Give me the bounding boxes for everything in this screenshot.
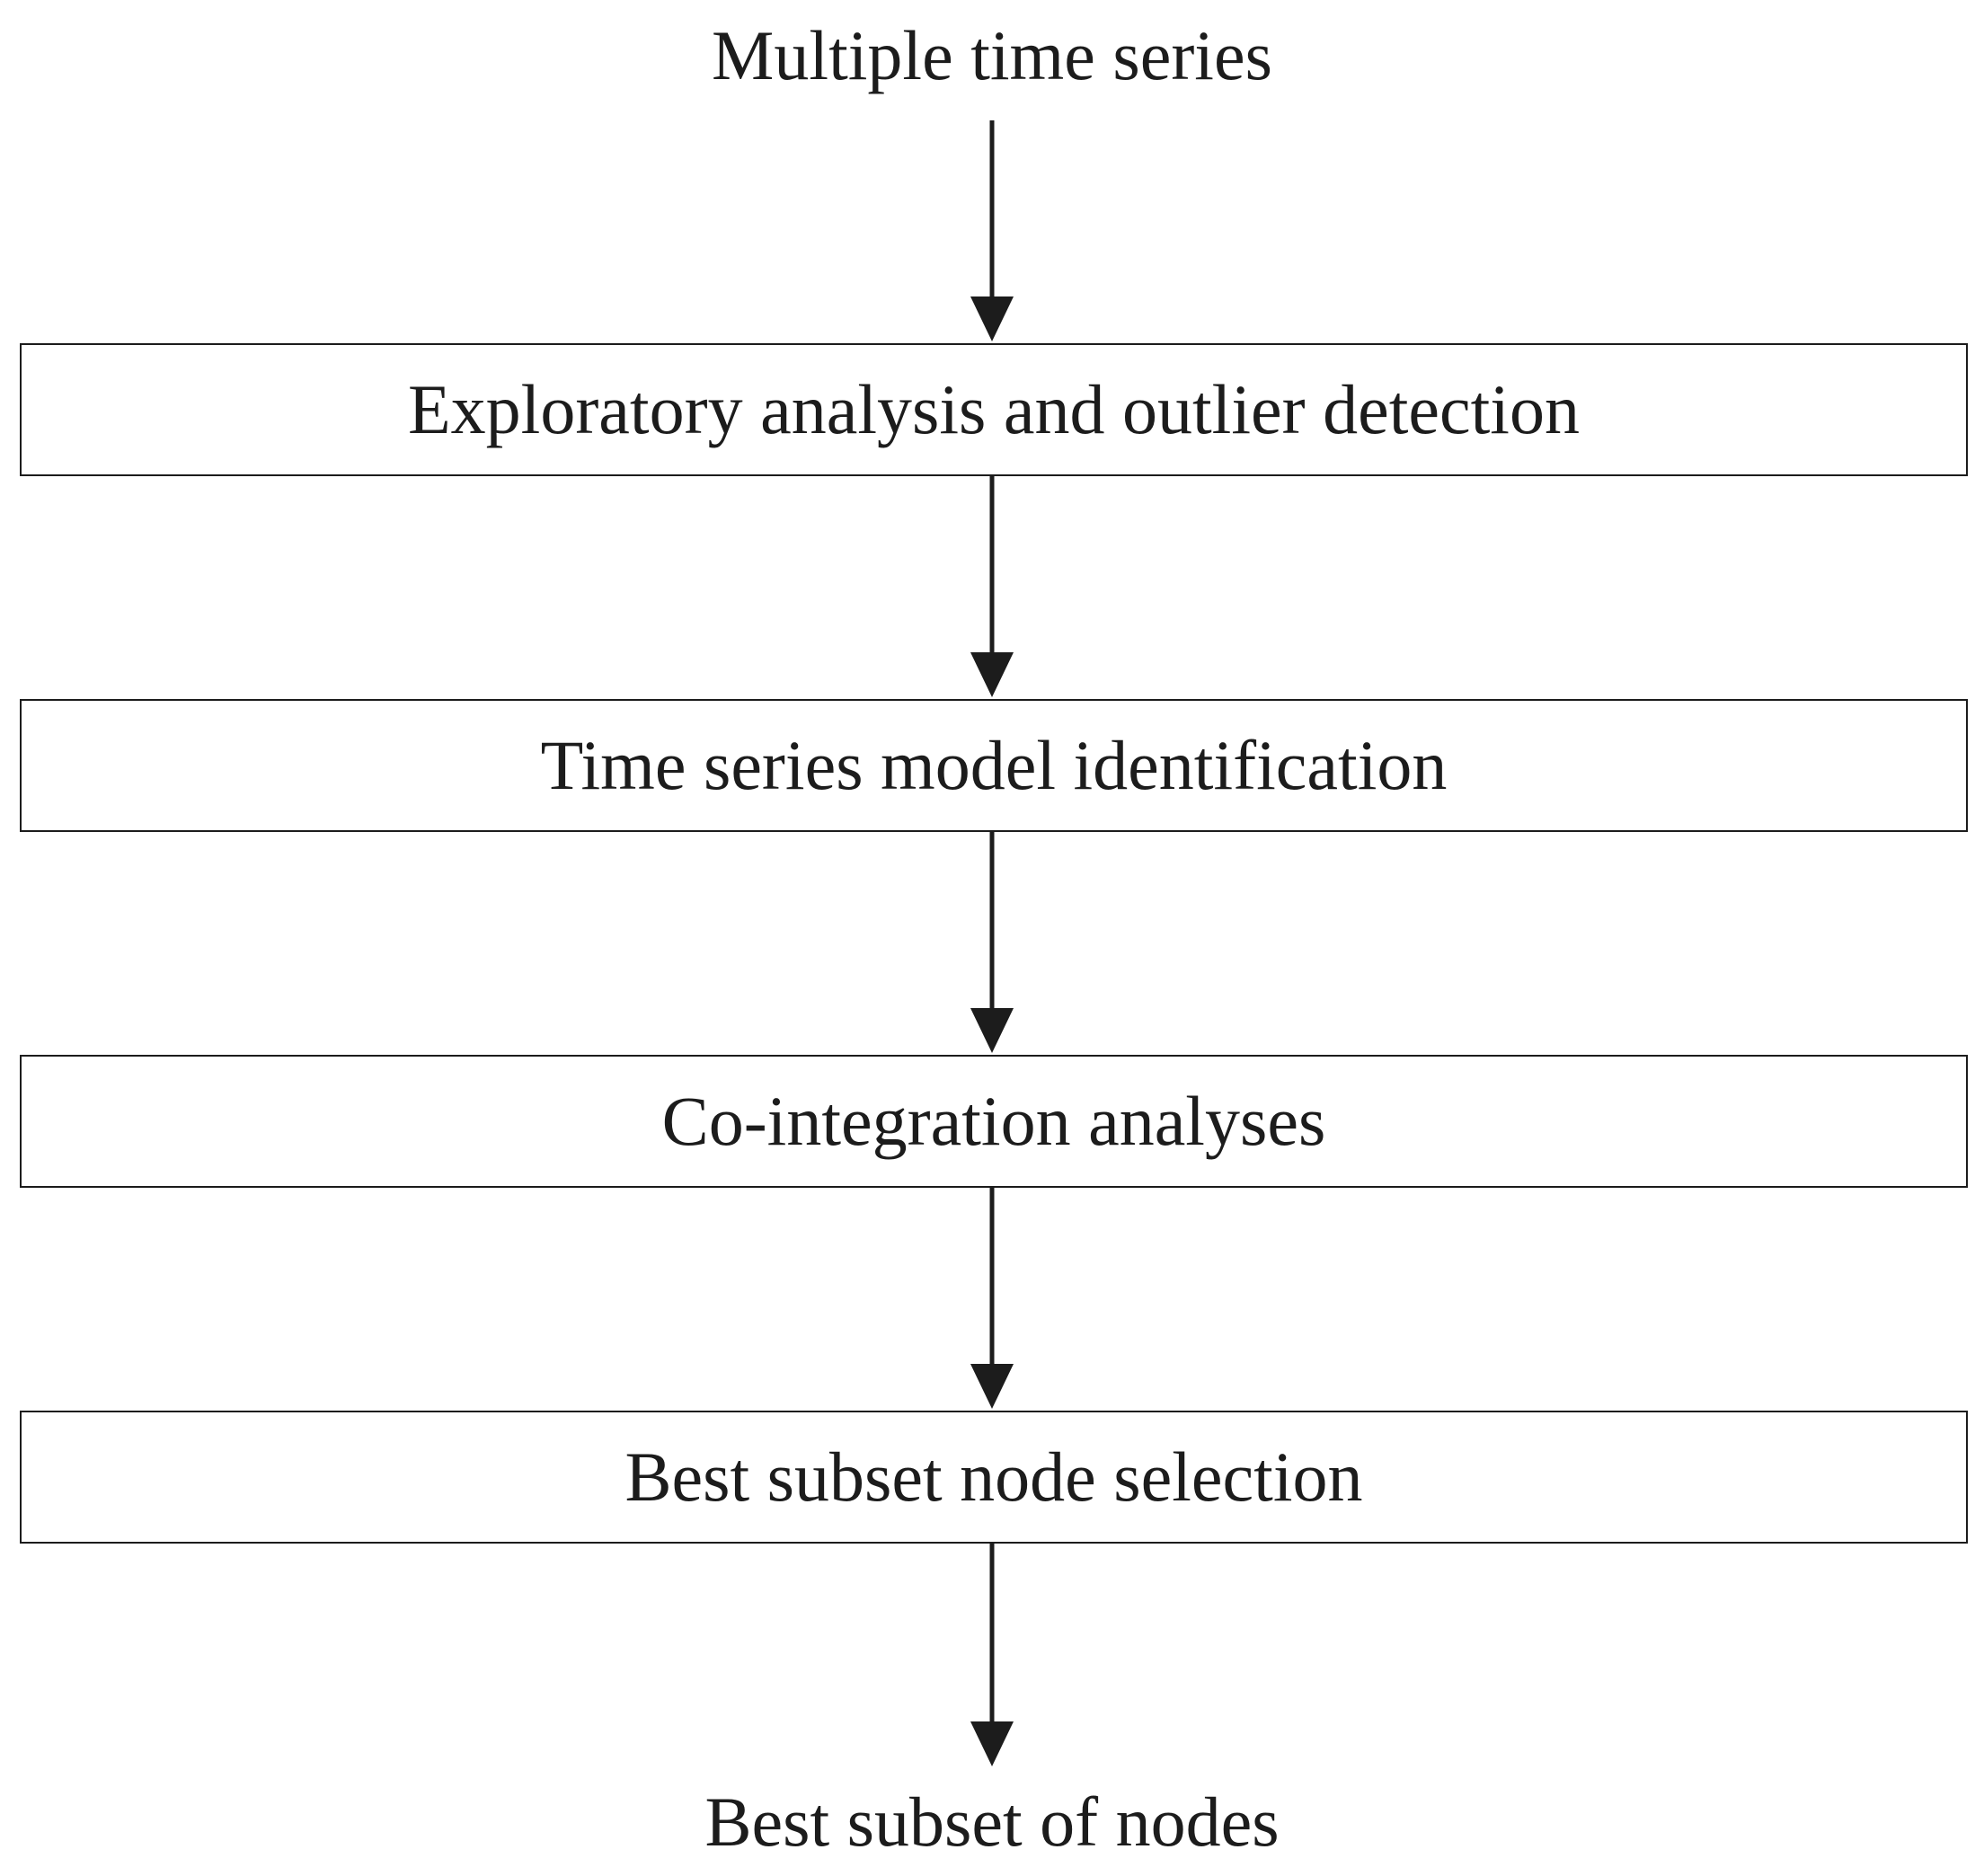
arrow-input-to-step-1 <box>970 120 1014 341</box>
step-box-best-subset-selection: Best subset node selection <box>20 1411 1968 1544</box>
output-label: Best subset of nodes <box>704 1783 1280 1861</box>
step-box-co-integration: Co-integration analyses <box>20 1055 1968 1188</box>
step-label: Time series model identification <box>540 726 1448 804</box>
input-label: Multiple time series <box>712 16 1272 94</box>
arrow-step-1-to-step-2 <box>970 476 1014 697</box>
step-label: Best subset node selection <box>624 1438 1363 1516</box>
step-label: Exploratory analysis and outlier detecti… <box>408 370 1580 448</box>
step-box-exploratory-analysis: Exploratory analysis and outlier detecti… <box>20 343 1968 476</box>
step-box-model-identification: Time series model identification <box>20 699 1968 832</box>
arrow-step-4-to-output <box>970 1544 1014 1766</box>
arrow-step-3-to-step-4 <box>970 1188 1014 1409</box>
arrow-step-2-to-step-3 <box>970 832 1014 1053</box>
step-label: Co-integration analyses <box>661 1082 1326 1160</box>
